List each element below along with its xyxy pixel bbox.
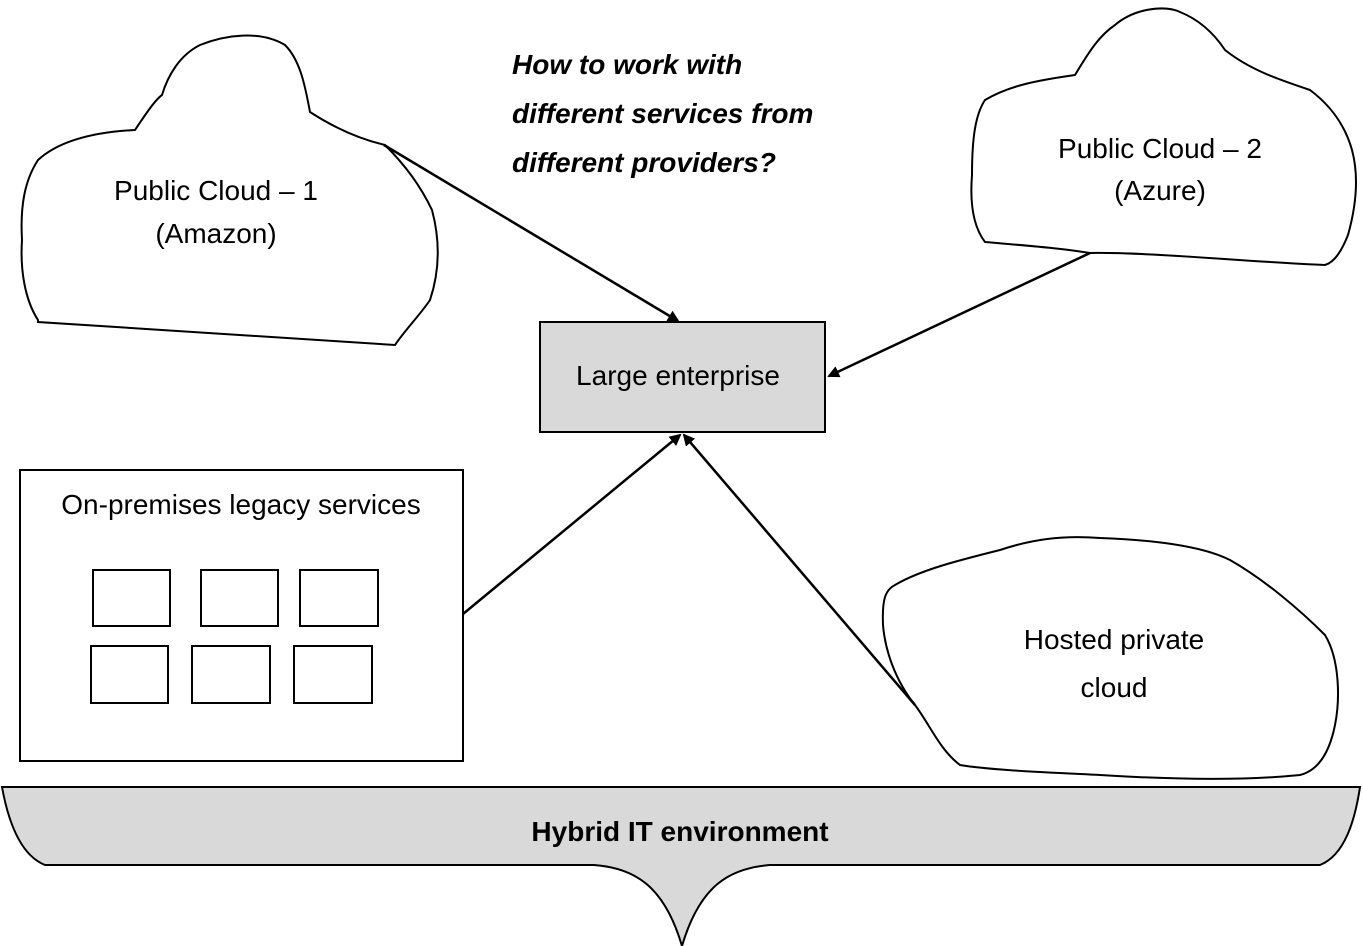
hybrid-it-label: Hybrid IT environment	[531, 816, 828, 847]
hosted-private-cloud-label-line2: cloud	[1081, 672, 1148, 703]
large-enterprise-label: Large enterprise	[576, 360, 780, 391]
legacy-service-tile	[293, 645, 373, 704]
legacy-service-tile	[92, 569, 171, 627]
large-enterprise-box	[539, 321, 826, 433]
question-line-3: different providers?	[512, 147, 776, 178]
public-cloud-2-label-line2: (Azure)	[1114, 175, 1206, 206]
arrow-private-cloud-to-enterprise	[682, 433, 916, 706]
hosted-private-cloud-shape	[881, 536, 1339, 780]
question-line-1: How to work with	[512, 49, 743, 80]
arrow-public-cloud-1-to-enterprise	[383, 143, 680, 323]
arrow-legacy-to-enterprise	[462, 433, 682, 615]
public-cloud-1-shape	[20, 34, 439, 347]
public-cloud-2-label-line1: Public Cloud – 2	[1058, 133, 1262, 164]
legacy-service-tile	[200, 569, 279, 627]
legacy-services-label: On-premises legacy services	[61, 489, 420, 520]
arrow-public-cloud-2-to-enterprise	[827, 251, 1091, 378]
hosted-private-cloud-label-line1: Hosted private	[1024, 624, 1205, 655]
public-cloud-1-label-line2: (Amazon)	[155, 218, 276, 249]
question-text: How to work with different services from…	[512, 40, 872, 187]
legacy-service-tile	[90, 645, 169, 704]
public-cloud-2-shape	[970, 7, 1358, 267]
legacy-service-tile	[299, 569, 379, 627]
public-cloud-1-label-line1: Public Cloud – 1	[114, 175, 318, 206]
hybrid-it-brace	[0, 786, 1362, 946]
question-line-2: different services from	[512, 98, 814, 129]
legacy-service-tile	[191, 645, 271, 704]
